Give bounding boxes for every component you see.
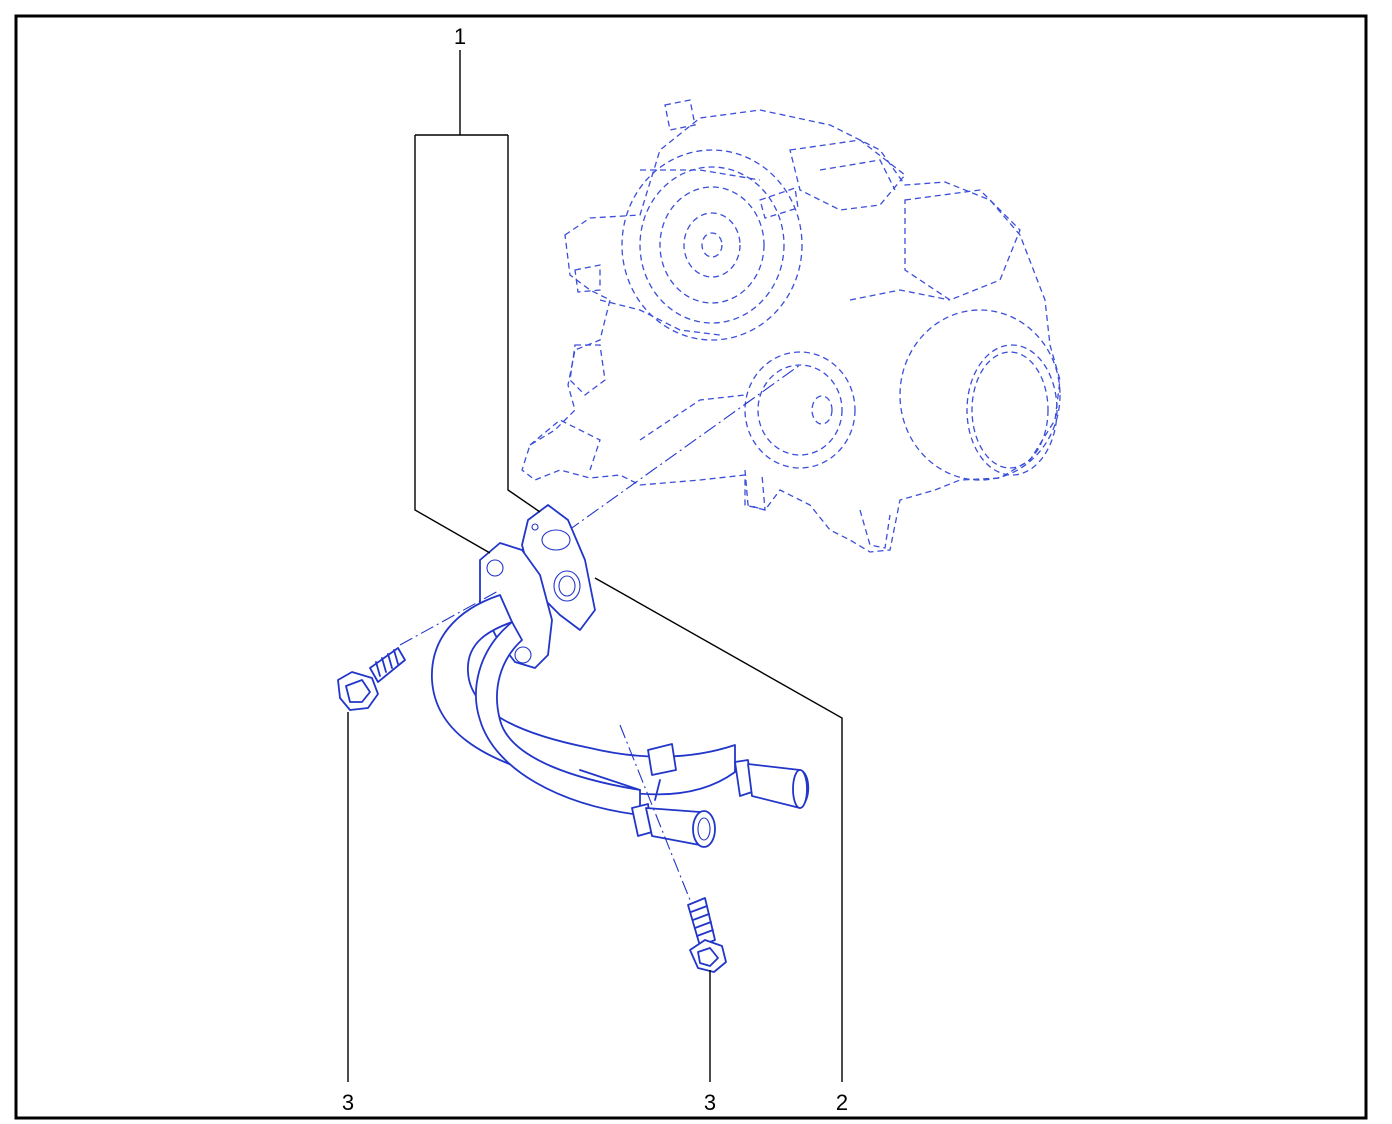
bolt-right [687,897,727,973]
leader-1 [414,50,541,554]
flange-center-line [547,364,801,546]
right-bolt-center-line [619,724,691,901]
coolant-pipe-assembly [431,542,810,848]
diagram-frame [14,14,1368,1120]
callout-2: 2 [836,1090,848,1115]
bolt-left [337,647,406,711]
left-bolt-center-line [399,589,501,646]
leader-lines [347,50,843,1082]
callout-1: 1 [454,24,466,49]
leader-2 [594,577,843,1082]
callout-3-left: 3 [342,1090,354,1115]
engine-block-ghost [521,99,1061,553]
callout-3-right: 3 [704,1090,716,1115]
